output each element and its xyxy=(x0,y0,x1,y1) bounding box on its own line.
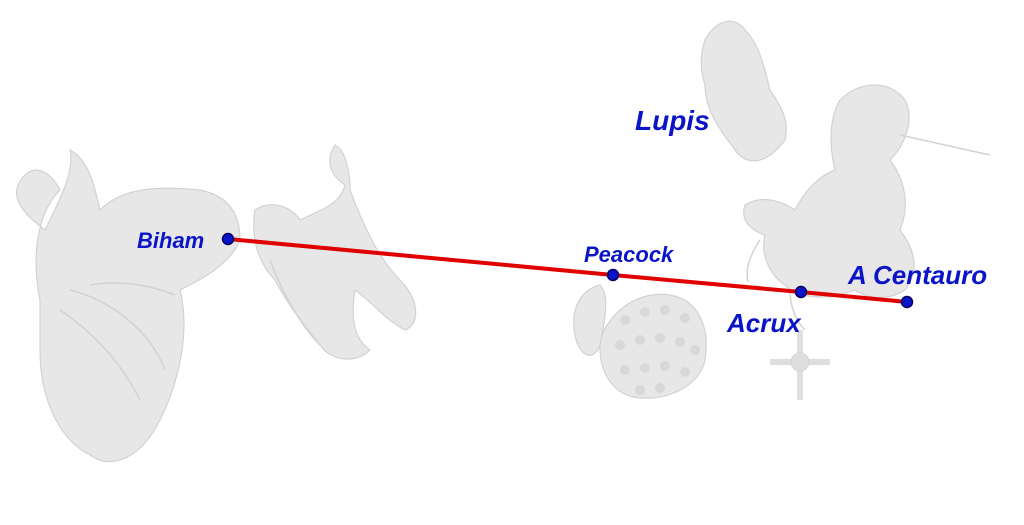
wolf-figure-icon xyxy=(701,21,786,161)
star-label-a-centauro: A Centauro xyxy=(847,260,987,290)
peacock-figure-icon xyxy=(574,285,707,398)
constellation-label-lupis: Lupis xyxy=(635,105,710,136)
star-point-peacock xyxy=(608,270,619,281)
star-label-peacock: Peacock xyxy=(584,242,675,267)
pegasus-figure-icon xyxy=(17,150,240,462)
cross-figure-icon xyxy=(770,330,830,400)
star-point-a-centauro xyxy=(902,297,913,308)
star-point-acrux xyxy=(796,287,807,298)
star-label-acrux: Acrux xyxy=(726,308,802,338)
aquarius-figure-icon xyxy=(254,145,416,359)
star-label-biham: Biham xyxy=(137,228,204,253)
star-point-biham xyxy=(223,234,234,245)
